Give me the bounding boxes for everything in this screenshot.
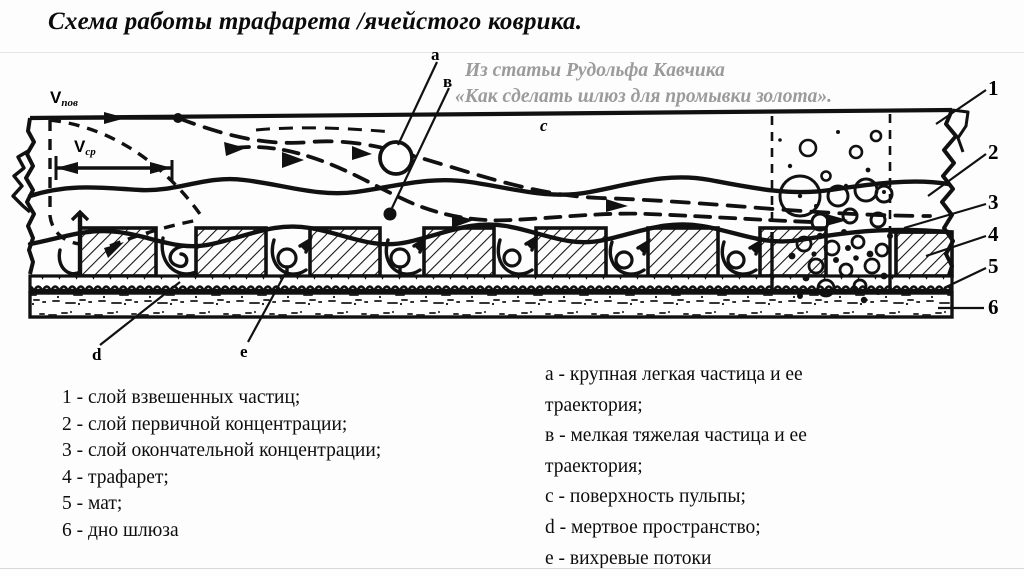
- trajectory-heavy-particle: [224, 142, 814, 228]
- legend-item: 6 - дно шлюза: [62, 519, 179, 541]
- callout-5: 5: [988, 254, 999, 278]
- concentration-column: [770, 114, 952, 304]
- mat-layer: [28, 274, 954, 294]
- v-surface-arrow: [50, 112, 176, 124]
- legend-item: траектория;: [545, 394, 643, 416]
- legend-item: c - поверхность пульпы;: [545, 486, 746, 508]
- legend-item: e - вихревые потоки: [545, 547, 712, 569]
- legend-item: 4 - трафарет;: [62, 466, 169, 488]
- attribution: Из статьи Рудольфа Кавчика «Как сделать …: [455, 58, 832, 110]
- legend-item: 3 - слой окончательной концентрации;: [62, 440, 382, 462]
- leader-lines: [99, 61, 987, 346]
- label-d: d: [92, 345, 102, 364]
- legend-item: 5 - мат;: [62, 493, 123, 515]
- velocity-surface-label: Vпов: [50, 88, 78, 109]
- legend-item: в - мелкая тяжелая частица и ее: [545, 425, 807, 447]
- callout-3: 3: [988, 190, 999, 214]
- layer-boundary-suspended: [27, 175, 951, 199]
- vortex-swirls: [57, 234, 764, 280]
- callout-1: 1: [988, 76, 999, 100]
- label-a: a: [431, 45, 440, 64]
- top-divider: [0, 52, 1024, 53]
- label-c: c: [540, 116, 548, 135]
- riffle-blocks: [70, 209, 954, 278]
- trajectory-light-particle: [173, 113, 932, 226]
- legend-layers: 1 - слой взвешенных частиц; 2 - слой пер…: [62, 385, 381, 545]
- legend-item: 2 - слой первичной концентрации;: [62, 413, 348, 435]
- callout-6: 6: [988, 295, 999, 319]
- label-v: в: [443, 72, 453, 91]
- callout-4: 4: [988, 222, 999, 246]
- legend-item: траектория;: [545, 455, 643, 477]
- callout-2: 2: [988, 140, 999, 164]
- velocity-average-label: Vср: [74, 137, 96, 158]
- velocity-profile: [48, 118, 202, 258]
- sluice-bottom: [28, 291, 954, 319]
- page-title: Схема работы трафарета /ячейстого коврик…: [48, 8, 583, 35]
- attribution-line-1: Из статьи Рудольфа Кавчика: [465, 60, 725, 81]
- v-average-arrow: [54, 156, 174, 182]
- surface-streak: [255, 126, 393, 134]
- legend-item: 1 - слой взвешенных частиц;: [62, 387, 301, 408]
- channel-outline: [11, 107, 970, 279]
- legend-item: d - мертвое пространство;: [545, 516, 761, 538]
- legend-particles: a - крупная легкая частица и ее траектор…: [545, 360, 807, 574]
- bottom-divider: [0, 568, 1024, 569]
- legend-item: a - крупная легкая частица и ее: [545, 364, 803, 385]
- attribution-line-2: «Как сделать шлюз для промывки золота».: [455, 86, 832, 107]
- label-e: e: [240, 342, 248, 361]
